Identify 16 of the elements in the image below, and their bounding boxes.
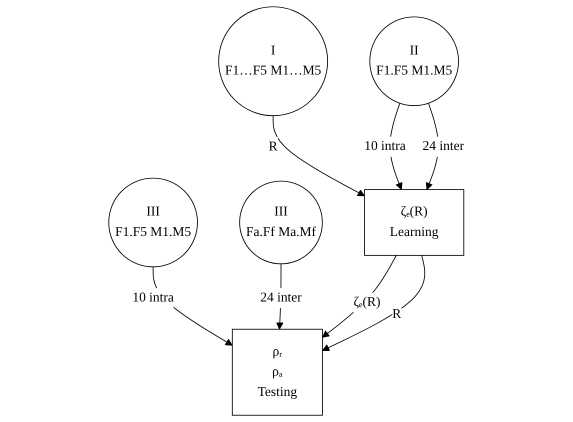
arrow <box>322 254 397 338</box>
arrow <box>322 254 426 352</box>
arrow <box>272 115 365 196</box>
node-circle: III Fa.Ff Ma.Mf <box>239 180 323 264</box>
edge-label: 10 intra <box>132 290 174 305</box>
edge-label: R <box>392 307 402 322</box>
edge-label: 24 inter <box>422 139 464 154</box>
edge-label: ζₑ(R) <box>354 295 381 310</box>
edge-label: 24 inter <box>260 290 302 305</box>
node-circle: I F1…F5 M1…M5 <box>218 6 328 116</box>
node-box: ζₑ(R) Learning <box>364 189 464 256</box>
node-box: ρᵣ ρₐ Testing <box>232 328 323 416</box>
node-circle: II F1.F5 M1.M5 <box>369 16 460 106</box>
edge-label: 10 intra <box>364 139 406 154</box>
edge-label: R <box>268 139 278 154</box>
node-circle: III F1.F5 M1.M5 <box>108 178 198 268</box>
